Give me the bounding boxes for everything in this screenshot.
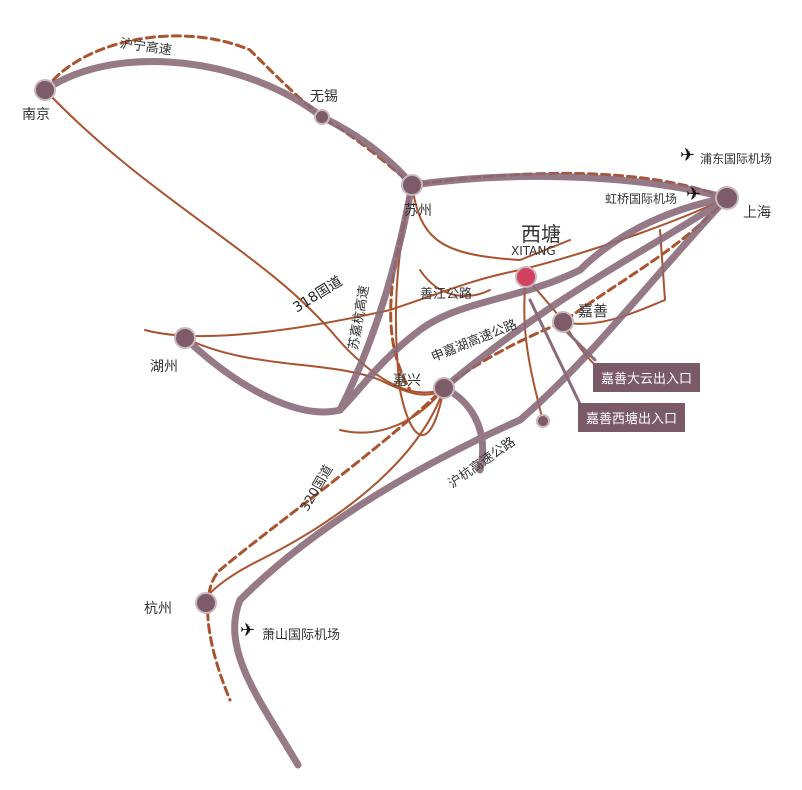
exit-label-dayun: 嘉善大云出入口 [593,363,701,392]
city-label-huzhou: 湖州 [150,359,178,375]
roads [44,89,728,604]
city-label-xitang: 西塘 [521,222,561,246]
city-node-wuxi[interactable] [314,109,330,125]
destination-node-xitang[interactable] [515,266,537,288]
road-label-shanjiang: 善江公路 [420,287,473,302]
city-label-suzhou: 苏州 [404,203,432,219]
city-node-huzhou[interactable] [174,327,196,349]
airplane-icon: ✈ [240,620,256,641]
city-label-nanjing: 南京 [22,107,50,123]
airplane-icon: ✈ [686,184,702,205]
exit-pointers [528,298,597,406]
city-label-shanghai: 上海 [743,205,771,221]
highways [41,57,731,769]
city-node-small [536,414,550,428]
exit-label-xitang: 嘉善西塘出入口 [578,403,686,432]
city-node-hangzhou[interactable] [195,592,217,614]
city-label-hangzhou: 杭州 [144,601,172,617]
city-label-xitang-en: XITANG [511,244,556,258]
airport-label-hongqiao: 虹桥国际机场 [605,192,678,206]
city-node-nanjing[interactable] [34,79,56,101]
city-label-jiashan: 嘉善 [578,302,609,320]
airport-label-pudong: 浦东国际机场 [700,152,773,166]
airport-label-xiaoshan: 萧山国际机场 [262,628,341,643]
city-label-jiaxing: 嘉兴 [393,373,421,389]
city-node-jiaxing[interactable] [433,377,455,399]
city-node-suzhou[interactable] [401,174,423,196]
city-label-wuxi: 无锡 [310,89,338,105]
city-node-jiashan[interactable] [552,311,574,333]
city-node-shanghai[interactable] [715,186,739,210]
airplane-icon: ✈ [680,145,696,166]
